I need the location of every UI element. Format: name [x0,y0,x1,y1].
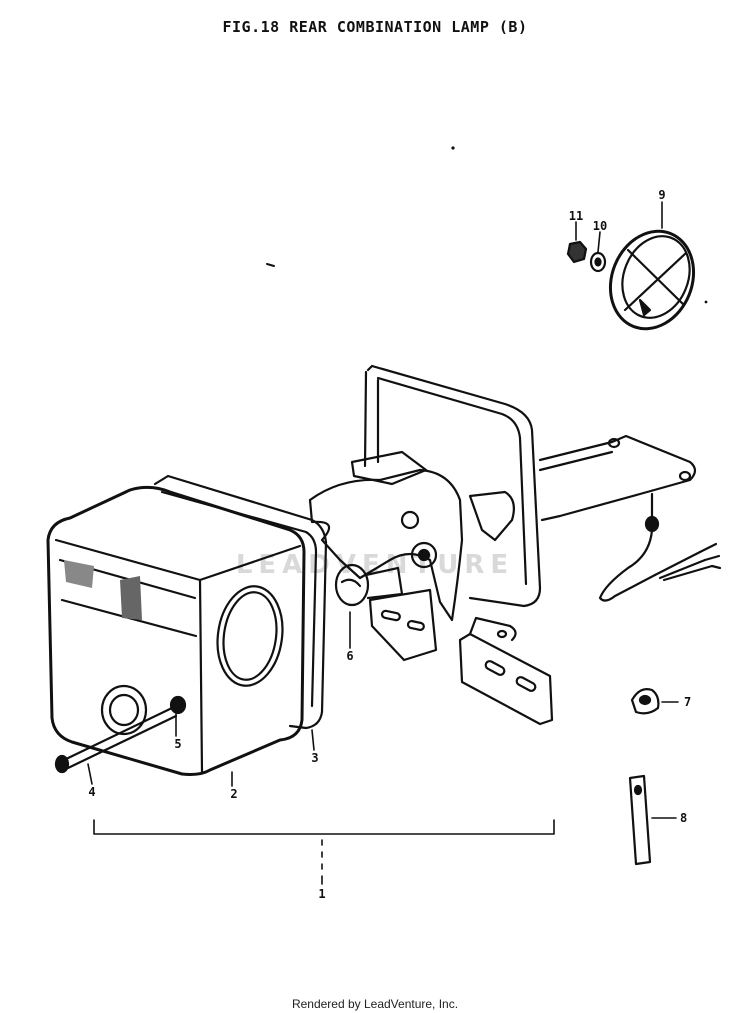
leader-lines [87,201,679,885]
grommet-part [630,688,660,715]
callout-2: 2 [230,787,237,801]
callout-7: 7 [684,695,691,709]
callout-3: 3 [311,751,318,765]
footer-credit: Rendered by LeadVenture, Inc. [291,997,459,1011]
washer-part [589,251,607,273]
license-bracket-part [363,364,722,726]
callout-4: 4 [88,785,95,799]
callout-5: 5 [174,737,181,751]
callout-10: 10 [593,219,607,233]
watermark-text: LEADVENTURE [236,550,514,580]
reflector-part [608,229,696,331]
callout-9: 9 [658,188,665,202]
callout-8: 8 [680,811,687,825]
callout-1: 1 [318,887,325,901]
nut-part [566,240,588,264]
lamp-socket-housing [308,450,515,662]
callout-6: 6 [346,649,353,663]
bulb-part [334,563,404,607]
figure-title: FIG.18 REAR COMBINATION LAMP (B) [222,18,528,36]
callout-11: 11 [569,209,583,223]
strap-part [628,774,652,866]
lamp-lens-part [46,485,306,776]
gasket-part [153,474,328,730]
screw-part [54,706,178,774]
